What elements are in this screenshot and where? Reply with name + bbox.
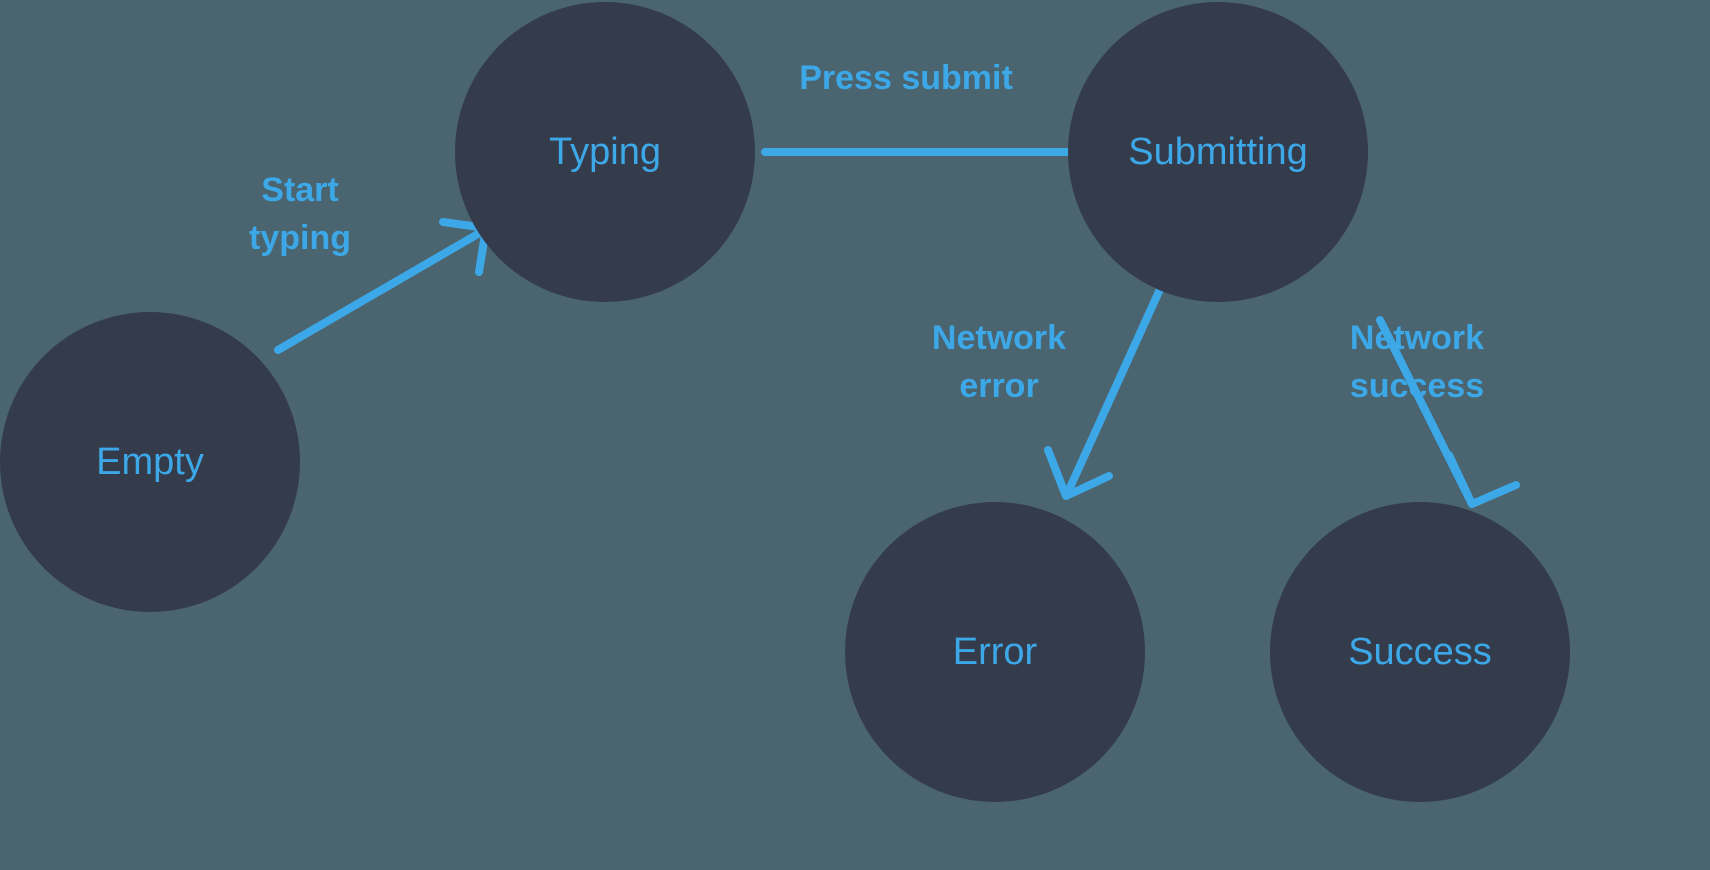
state-node-label: Success [1348, 631, 1492, 673]
state-node-submitting[interactable]: Submitting [1068, 2, 1368, 302]
arrowhead-icon [1044, 446, 1113, 500]
state-node-circle[interactable] [1068, 2, 1368, 302]
state-node-circle[interactable] [0, 312, 300, 612]
state-node-label: Typing [549, 131, 661, 173]
state-node-label: Empty [96, 441, 204, 483]
edge-label-line: Network [932, 319, 1066, 357]
arrowhead-icon [1445, 451, 1520, 508]
edge-label-line: Start [261, 171, 338, 209]
edges-layer [274, 119, 1520, 508]
edge-label-line: error [959, 367, 1038, 405]
state-node-label: Submitting [1128, 131, 1308, 173]
edge-submitting-to-success [1376, 316, 1520, 508]
edge-label-line: Press submit [799, 59, 1013, 97]
state-node-typing[interactable]: Typing [455, 2, 755, 302]
state-node-circle[interactable] [845, 502, 1145, 802]
edge-submitting-to-error [1044, 283, 1165, 500]
state-node-error[interactable]: Error [845, 502, 1145, 802]
state-node-circle[interactable] [1270, 502, 1570, 802]
state-node-success[interactable]: Success [1270, 502, 1570, 802]
edge-line [274, 227, 487, 354]
edge-label-typing-to-submitting: Press submit [799, 59, 1013, 97]
edge-label-line: success [1350, 367, 1484, 405]
edge-label-line: Network [1350, 319, 1484, 357]
state-node-empty[interactable]: Empty [0, 312, 300, 612]
state-node-label: Error [953, 631, 1038, 673]
state-node-circle[interactable] [455, 2, 755, 302]
edge-label-line: typing [249, 219, 351, 257]
edge-label-submitting-to-error: Network error [932, 319, 1066, 405]
edge-label-empty-to-typing: Start typing [249, 171, 351, 257]
edge-line [1064, 283, 1165, 496]
edge-label-submitting-to-success: Network success [1350, 319, 1484, 405]
